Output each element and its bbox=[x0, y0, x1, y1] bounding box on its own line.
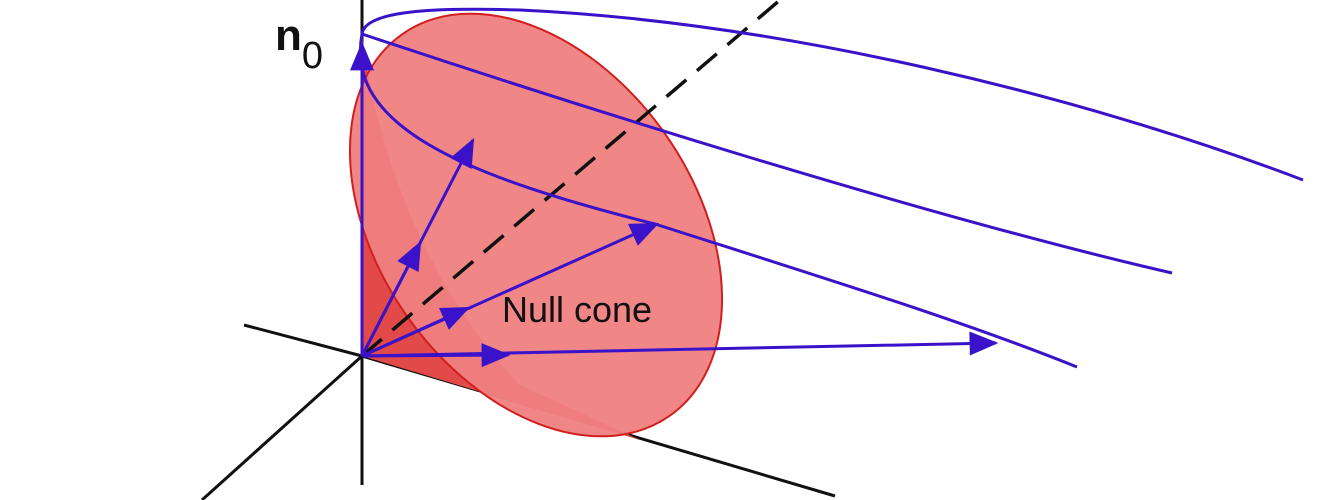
left-axis bbox=[243, 323, 363, 358]
null-cone bbox=[348, 12, 724, 440]
null-curve-top bbox=[360, 7, 1304, 182]
vector-short-horizontal bbox=[361, 343, 511, 368]
lower-left-axis bbox=[200, 354, 364, 500]
n0-label-subscript: 0 bbox=[302, 35, 323, 77]
dashed-axis bbox=[360, 0, 782, 358]
n0-label: n0 bbox=[275, 11, 323, 77]
cone-opening-ellipse bbox=[348, 12, 724, 438]
vector-low-diagonal bbox=[361, 306, 471, 358]
n0-label-main: n bbox=[275, 11, 302, 60]
vectors bbox=[350, 41, 999, 368]
vector-steep-short bbox=[360, 240, 422, 357]
null-curve-middle bbox=[361, 32, 1173, 275]
null-cone-label: Null cone bbox=[502, 289, 652, 330]
